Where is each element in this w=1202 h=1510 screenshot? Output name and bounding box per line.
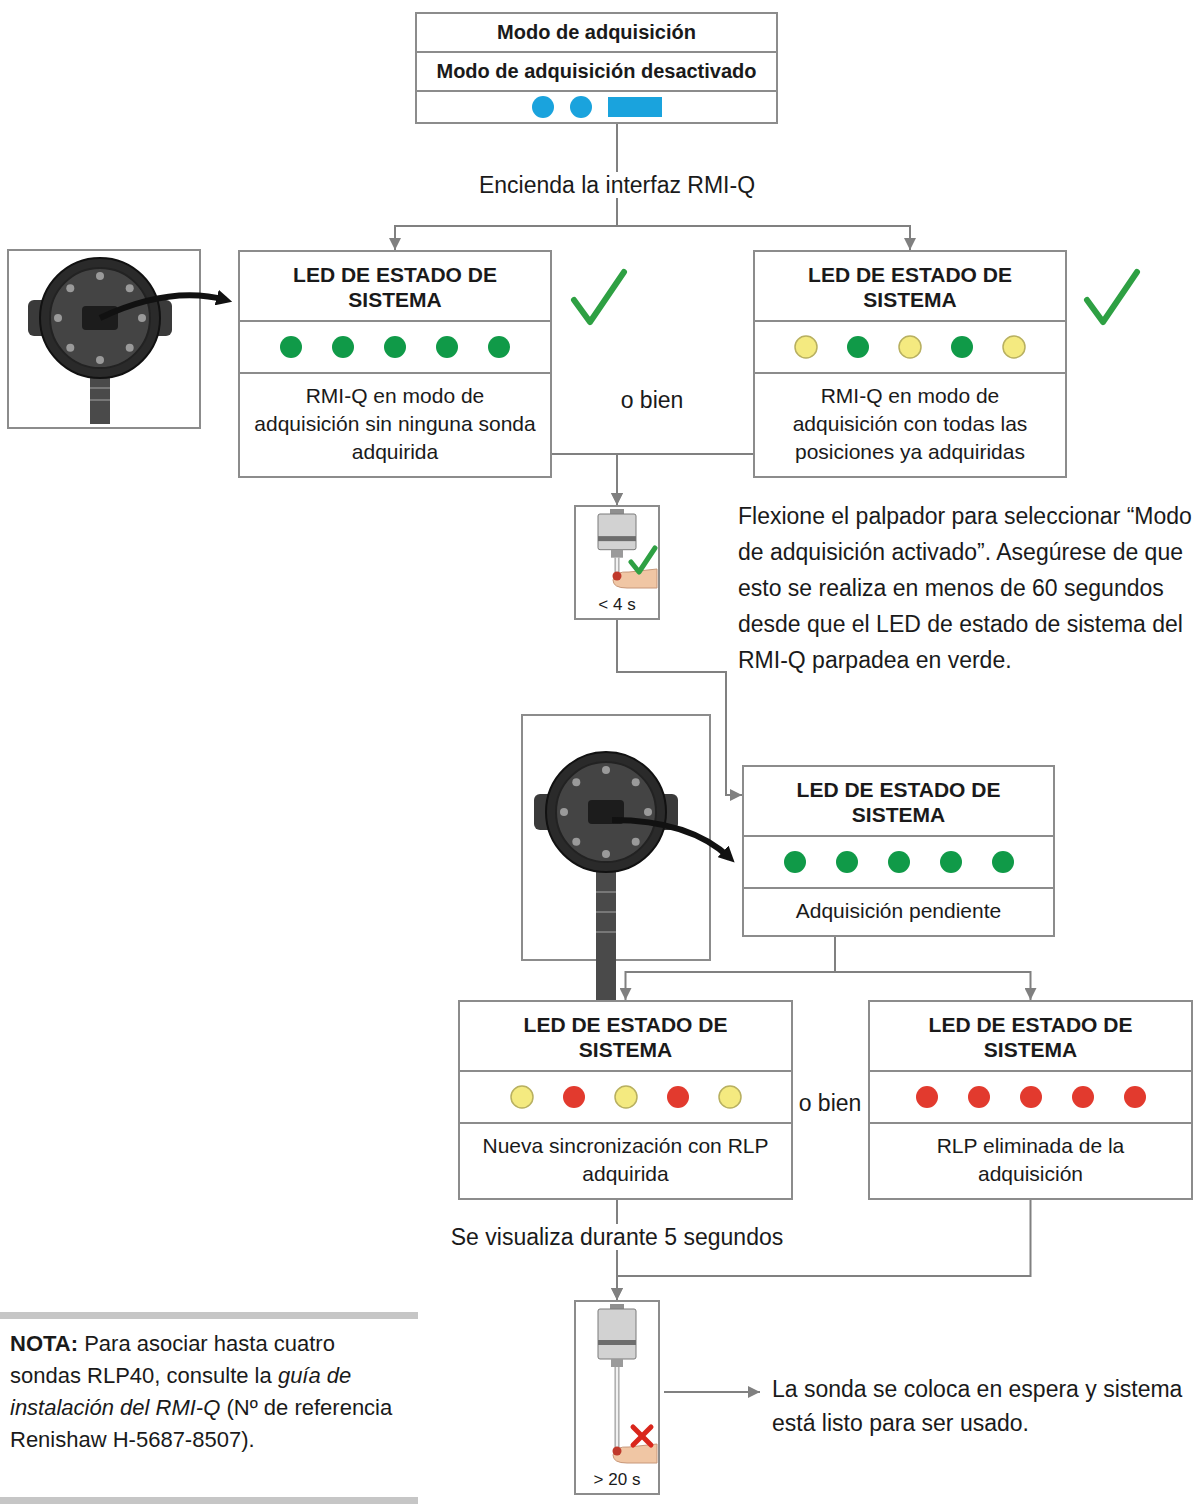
led-row-cell <box>460 1072 791 1124</box>
flow-arrow <box>835 937 1031 1000</box>
mode-heading: Modo de adquisición <box>421 20 772 45</box>
step-instruction-block: Encienda la interfaz RMI-Q <box>417 170 817 200</box>
led-status-box: LED DE ESTADO DE SISTEMA RMI-Q en modo de… <box>238 250 552 478</box>
led-dot <box>1003 336 1025 358</box>
note-bar <box>0 1312 418 1319</box>
led-dot <box>847 336 869 358</box>
check-mark <box>574 272 624 322</box>
led-bar <box>608 97 662 117</box>
mode-status: Modo de adquisición desactivado <box>421 59 772 84</box>
step-instruction-block: Flexione el palpador para seleccionar “M… <box>738 498 1193 678</box>
flow-arrow <box>552 454 617 505</box>
led-dot <box>719 1086 741 1108</box>
led-box-caption: Nueva sincronización con RLP adquirida <box>472 1132 779 1188</box>
led-dot <box>615 1086 637 1108</box>
led-dot <box>916 1086 938 1108</box>
led-dot <box>532 96 554 118</box>
led-dot <box>436 336 458 358</box>
led-row <box>782 849 1016 875</box>
led-status-box: LED DE ESTADO DE SISTEMA Adquisición pend… <box>742 765 1055 937</box>
flow-arrow <box>617 1200 1031 1300</box>
probe-illustration <box>576 1302 658 1467</box>
led-dot <box>940 851 962 873</box>
led-box-heading: LED DE ESTADO DE SISTEMA <box>511 1012 741 1062</box>
duration-note-block: Se visualiza durante 5 segundos <box>417 1222 817 1252</box>
time-label: < 4 s <box>576 594 658 616</box>
led-row <box>793 334 1027 360</box>
alternative-word: o bien <box>799 1090 862 1116</box>
pointer-arrow <box>612 820 730 858</box>
mode-box: Modo de adquisiciónModo de adquisición d… <box>415 12 778 124</box>
led-row <box>278 334 512 360</box>
led-row-cell <box>240 322 550 374</box>
note: NOTA: <box>10 1331 78 1356</box>
led-row <box>530 94 664 120</box>
rmi-q-device <box>534 752 678 1002</box>
led-dot <box>784 851 806 873</box>
led-dot <box>836 851 858 873</box>
led-dot <box>968 1086 990 1108</box>
photo-frame <box>8 250 200 428</box>
led-status-box: LED DE ESTADO DE SISTEMA RMI-Q en modo de… <box>753 250 1067 478</box>
led-box-caption: Adquisición pendiente <box>756 897 1041 925</box>
led-dot <box>332 336 354 358</box>
led-row-cell <box>744 837 1053 889</box>
probe-illustration <box>576 507 658 592</box>
led-dot <box>1020 1086 1042 1108</box>
led-row-cell <box>870 1072 1191 1124</box>
led-box-caption: RMI-Q en modo de adquisición sin ninguna… <box>252 382 538 466</box>
led-row <box>914 1084 1148 1110</box>
led-box-heading: LED DE ESTADO DE SISTEMA <box>916 1012 1146 1062</box>
alternative-word-block: o bien <box>592 385 712 415</box>
rmi-q-device <box>28 258 172 424</box>
led-status-box: LED DE ESTADO DE SISTEMA RLP eliminada de… <box>868 1000 1193 1200</box>
led-row <box>509 1084 743 1110</box>
flow-arrow <box>626 937 836 1000</box>
probe-action-box: < 4 s <box>574 505 660 620</box>
note-bar <box>0 1497 418 1504</box>
result-text: La sonda se coloca en espera y sistema e… <box>772 1376 1182 1436</box>
pointer-arrow <box>100 295 226 318</box>
led-row-cell <box>417 92 776 122</box>
led-dot <box>570 96 592 118</box>
step-instruction: Encienda la interfaz RMI-Q <box>473 172 761 198</box>
probe-action-box: > 20 s <box>574 1300 660 1495</box>
duration-note: Se visualiza durante 5 segundos <box>445 1224 789 1250</box>
led-box-heading: LED DE ESTADO DE SISTEMA <box>795 262 1025 312</box>
led-dot <box>951 336 973 358</box>
led-dot <box>280 336 302 358</box>
check-mark <box>1087 272 1137 322</box>
step-instruction: Flexione el palpador para seleccionar “M… <box>738 503 1192 673</box>
led-dot <box>899 336 921 358</box>
led-dot <box>488 336 510 358</box>
alternative-word: o bien <box>621 387 684 413</box>
led-box-heading: LED DE ESTADO DE SISTEMA <box>784 777 1014 827</box>
led-dot <box>992 851 1014 873</box>
flow-arrow <box>617 620 742 795</box>
result-arrow <box>664 1391 760 1393</box>
led-dot <box>1124 1086 1146 1108</box>
note-block: NOTA:Para asociar hasta cuatro sondas RL… <box>10 1328 405 1456</box>
alternative-word-block: o bien <box>795 1088 865 1118</box>
led-dot <box>1072 1086 1094 1108</box>
led-row-cell <box>755 322 1065 374</box>
led-dot <box>563 1086 585 1108</box>
led-status-box: LED DE ESTADO DE SISTEMA Nueva sincroniza… <box>458 1000 793 1200</box>
led-box-heading: LED DE ESTADO DE SISTEMA <box>280 262 510 312</box>
led-dot <box>795 336 817 358</box>
led-box-caption: RLP eliminada de la adquisición <box>882 1132 1179 1188</box>
result-text-block: La sonda se coloca en espera y sistema e… <box>772 1372 1192 1440</box>
led-dot <box>888 851 910 873</box>
led-dot <box>384 336 406 358</box>
led-dot <box>511 1086 533 1108</box>
led-box-caption: RMI-Q en modo de adquisición con todas l… <box>767 382 1053 466</box>
time-label: > 20 s <box>576 1469 658 1491</box>
flow-arrow <box>617 454 753 505</box>
led-dot <box>667 1086 689 1108</box>
